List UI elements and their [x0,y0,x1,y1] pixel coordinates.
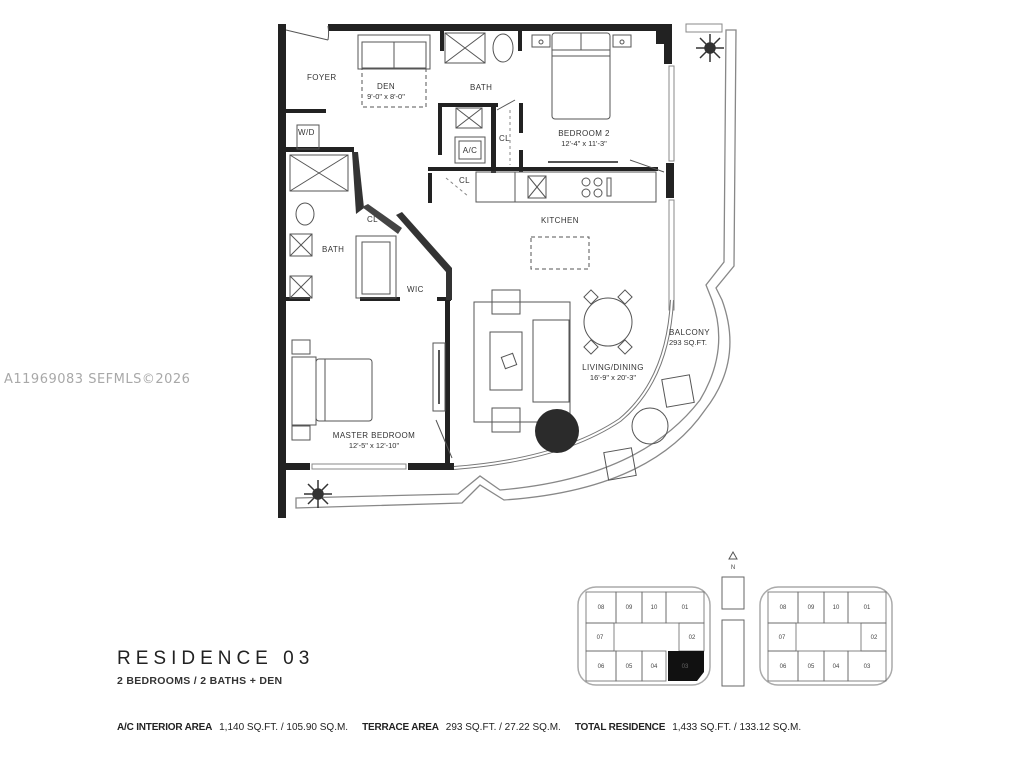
key-unit: 01 [682,605,689,611]
key-unit: 09 [626,605,633,611]
key-unit: 10 [651,605,658,611]
key-unit: 06 [598,664,605,670]
label-kitchen: KITCHEN [541,216,579,225]
key-unit: 10 [833,605,840,611]
label-wd: W/D [298,128,315,137]
area-value-terrace: 293 SQ.FT. / 27.22 SQ.M. [445,722,561,733]
label-den: DEN [377,82,395,91]
closet-dashes [445,110,511,197]
round-rug [535,409,579,453]
key-unit: 05 [808,664,815,670]
label-living: LIVING/DINING [582,363,644,372]
label-master: MASTER BEDROOM [333,431,416,440]
highlighted-unit-03 [668,651,704,681]
label-closet-3: CL [367,215,378,224]
area-label-total: TOTAL RESIDENCE [574,722,666,733]
plant-icon [304,34,724,508]
label-bath-top: BATH [470,83,492,92]
balcony-furniture [603,374,695,481]
label-living-dims: 16'-9" x 20'-3" [590,373,636,382]
residence-subtitle: 2 BEDROOMS / 2 BATHS + DEN [117,675,283,687]
master-bath-fixtures [289,124,397,299]
exterior-walls [278,24,674,518]
bath-diagonal-wall [352,152,364,214]
key-unit: 08 [598,605,605,611]
top-bath-fixtures [444,32,516,164]
key-unit: 01 [864,605,871,611]
label-closet-2: CL [459,176,470,185]
key-unit: 05 [626,664,633,670]
label-wic: WIC [407,285,424,294]
balcony-outline [295,29,737,509]
label-den-dims: 9'-0" x 8'-0" [367,92,405,101]
area-value-interior: 1,140 SQ.FT. / 105.90 SQ.M. [219,722,349,733]
area-summary: A/C INTERIOR AREA 1,140 SQ.FT. / 105.90 S… [117,722,815,733]
den-sofa [357,34,431,108]
planter-top [685,23,723,33]
label-bedroom2-dims: 12'-4" x 11'-3" [561,139,607,148]
area-label-interior: A/C INTERIOR AREA [117,722,213,733]
entry-door [285,25,330,41]
label-ac: A/C [463,146,478,155]
label-closet-1: CL [499,134,510,143]
north-label: N [731,565,735,571]
label-bedroom2: BEDROOM 2 [558,129,610,138]
area-value-total: 1,433 SQ.FT. / 133.12 SQ.M. [672,722,802,733]
kitchen-counter [475,171,657,270]
living-furniture [473,289,633,433]
key-unit: 02 [871,635,878,641]
label-balcony-area: 293 SQ.FT. [669,338,707,347]
bedroom2-bed [531,32,665,173]
key-unit: 02 [689,635,696,641]
closet-diagonal-wall [362,204,402,234]
key-unit: 04 [651,664,658,670]
key-unit: 09 [808,605,815,611]
wic-right-wall [446,268,452,300]
master-bed [291,339,453,459]
label-balcony: BALCONY [669,328,710,337]
key-unit: 03 [864,664,871,670]
key-unit: 07 [597,635,604,641]
key-unit: 04 [833,664,840,670]
label-master-dims: 12'-5" x 12'-10" [349,441,400,450]
label-bath-master: BATH [322,245,344,254]
key-plan: N 08 09 10 01 07 02 06 05 04 03 [577,550,893,687]
key-unit: 08 [780,605,787,611]
mls-watermark: A11969083 SEFMLS©2026 [4,372,191,387]
residence-title: RESIDENCE 03 [117,648,315,669]
area-label-terrace: TERRACE AREA [362,722,439,733]
key-unit-highlighted: 03 [682,664,689,670]
label-foyer: FOYER [307,73,337,82]
wic-diagonal-wall [396,212,452,272]
key-unit: 07 [779,635,786,641]
north-arrow-icon [728,550,738,560]
key-unit: 06 [780,664,787,670]
